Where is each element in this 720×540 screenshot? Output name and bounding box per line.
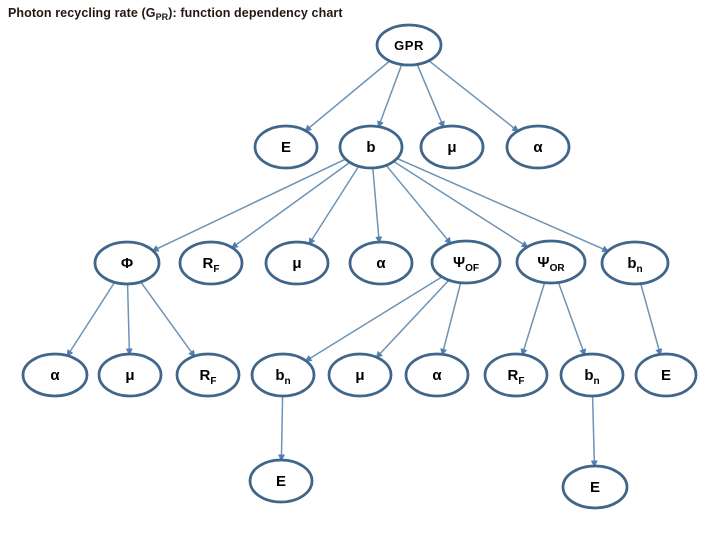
node-label-alpha4: α [50, 367, 60, 384]
node-ellipse-alpha4 [21, 352, 89, 398]
node-ellipse-mu3 [264, 240, 330, 286]
edge-b2-to-psior3 [393, 160, 529, 248]
node-psior3: ΨOR [515, 239, 587, 285]
node-ellipse-alpha4b [404, 352, 470, 398]
edge-psior3-to-rf4b [520, 282, 546, 356]
node-ellipse-rf3 [178, 240, 244, 286]
node-e5a: E [248, 458, 314, 504]
node-ellipse-gpr [375, 23, 443, 67]
node-ellipse-b2 [338, 124, 404, 170]
node-label-alpha4b: α [432, 367, 442, 384]
node-label-gpr: GPR [394, 38, 424, 53]
edge-b2-to-rf3 [230, 161, 351, 249]
node-ellipse-phi3 [93, 240, 161, 286]
edge-gpr-to-b2 [377, 64, 403, 129]
edge-gpr-to-mu2 [416, 64, 445, 129]
node-ellipse-e4 [634, 352, 698, 398]
node-label-alpha2: α [533, 139, 543, 156]
node-ellipse-alpha3 [348, 240, 414, 286]
edge-gpr-to-e2 [304, 60, 391, 132]
node-label-mu4a: μ [125, 367, 134, 384]
edge-bn3-to-e4 [640, 283, 663, 356]
node-alpha2: α [505, 124, 571, 170]
node-e2: E [253, 124, 319, 170]
node-ellipse-mu4a [97, 352, 163, 398]
node-label-e5b: E [590, 479, 600, 496]
node-label-e5a: E [276, 473, 286, 490]
node-rf4a: RF [175, 352, 241, 398]
edge-phi3-to-rf4a [140, 281, 196, 358]
edge-bn4a-to-e5a [278, 395, 285, 462]
node-ellipse-bn4a [250, 352, 316, 398]
node-label-e4: E [661, 367, 671, 384]
edge-b2-to-mu3 [308, 165, 360, 245]
edge-b2-to-bn3 [396, 157, 610, 253]
node-mu2: μ [419, 124, 485, 170]
node-b2: b [338, 124, 404, 170]
title-subscript: PR [155, 12, 169, 22]
node-ellipse-mu4b [327, 352, 393, 398]
edge-psior3-to-bn4b [557, 282, 587, 357]
node-alpha4: α [21, 352, 89, 398]
edge-b2-to-alpha3 [372, 167, 383, 244]
node-rf4b: RF [483, 352, 549, 398]
node-ellipse-alpha2 [505, 124, 571, 170]
node-label-mu2: μ [447, 139, 456, 156]
node-mu3: μ [264, 240, 330, 286]
node-ellipse-bn3 [600, 240, 670, 286]
node-label-e2: E [281, 139, 291, 156]
node-rf3: RF [178, 240, 244, 286]
node-mu4a: μ [97, 352, 163, 398]
node-label-phi3: Φ [121, 255, 133, 272]
title-text-suffix: ): function dependency chart [168, 6, 343, 20]
edge-psiof3-to-alpha4b [440, 282, 462, 356]
node-ellipse-mu2 [419, 124, 485, 170]
edge-bn4b-to-e5b [590, 395, 598, 468]
edge-phi3-to-mu4a [125, 283, 133, 356]
edge-b2-to-psiof3 [385, 164, 452, 245]
node-bn4b: bn [559, 352, 625, 398]
node-e5b: E [561, 464, 629, 510]
node-ellipse-rf4a [175, 352, 241, 398]
node-bn4a: bn [250, 352, 316, 398]
node-label-alpha3: α [376, 255, 386, 272]
node-ellipse-e5b [561, 464, 629, 510]
node-ellipse-e5a [248, 458, 314, 504]
edge-psiof3-to-bn4a [304, 276, 443, 362]
page-title: Photon recycling rate (GPR): function de… [8, 6, 343, 22]
node-ellipse-psior3 [515, 239, 587, 285]
node-psiof3: ΨOF [430, 239, 502, 285]
node-alpha3: α [348, 240, 414, 286]
node-ellipse-rf4b [483, 352, 549, 398]
title-text: Photon recycling rate (G [8, 6, 156, 20]
node-alpha4b: α [404, 352, 470, 398]
edge-psiof3-to-mu4b [375, 279, 450, 359]
node-gpr: GPR [375, 23, 443, 67]
edge-phi3-to-alpha4 [66, 281, 116, 357]
node-bn3: bn [600, 240, 670, 286]
node-ellipse-psiof3 [430, 239, 502, 285]
edge-gpr-to-alpha2 [428, 60, 520, 132]
node-label-mu3: μ [292, 255, 301, 272]
edge-b2-to-phi3 [151, 158, 346, 252]
node-ellipse-e2 [253, 124, 319, 170]
node-mu4b: μ [327, 352, 393, 398]
node-ellipse-bn4b [559, 352, 625, 398]
node-e4: E [634, 352, 698, 398]
node-label-b2: b [366, 139, 375, 156]
node-label-mu4b: μ [355, 367, 364, 384]
node-phi3: Φ [93, 240, 161, 286]
